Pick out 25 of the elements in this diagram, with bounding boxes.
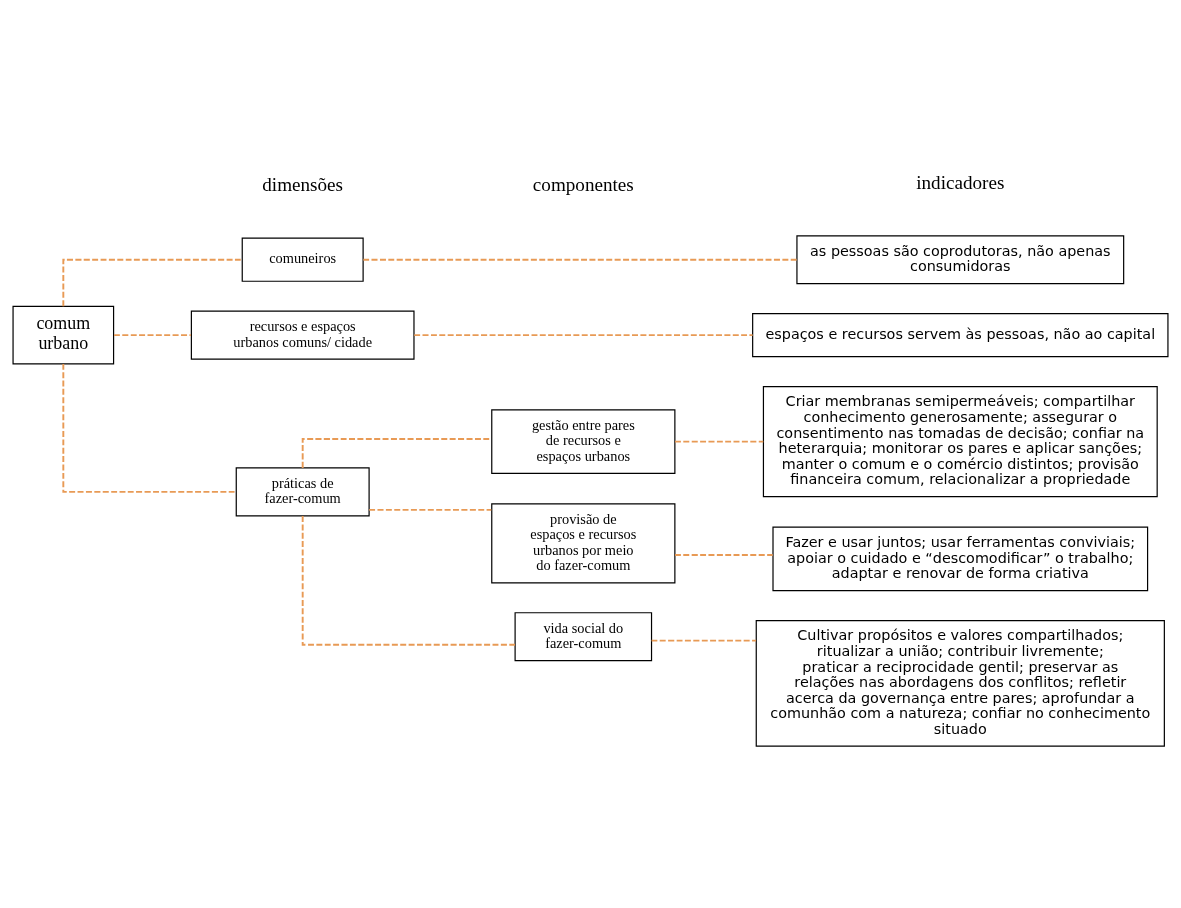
node-box: Fazer e usar juntos; usar ferramentas conviviais; apoiar o cuidado e “descomodificar” o trabalho; adaptar e renovar de forma criativa: [772, 526, 1149, 591]
label: indicadores: [916, 171, 1005, 193]
node-box: Criar membranas semipermeáveis; compartilhar conhecimento generosamente; assegurar o consentimento nas tomadas de decisão; confiar na heterarquia; monitorar os pares e aplicar sanções; manter o comum e o comércio distintos; provisão financeira comum, relacionalizar a propriedade: [762, 385, 1158, 497]
connector: [674, 553, 774, 556]
connector: [62, 362, 237, 493]
node-box: comum urbano: [12, 305, 115, 364]
connector: [62, 258, 243, 307]
connector: [650, 639, 757, 642]
node-box: Cultivar propósitos e valores compartilhados; ritualizar a união; contribuir livremente; praticar a reciprocidade gentil; preservar as relações nas abordagens dos conflitos; refletir acerca da governança entre pares; aprofundar a comunhão com a natureza; confiar no conhecimento situado: [755, 619, 1165, 747]
node-box: gestão entre pares de recursos e espaços urbanos: [491, 408, 676, 474]
connector: [301, 514, 516, 646]
connector: [413, 333, 754, 336]
node-box: espaços e recursos servem às pessoas, não ao capital: [752, 312, 1169, 357]
connector: [362, 258, 798, 261]
label: dimensões: [262, 173, 344, 195]
connector: [113, 333, 192, 336]
node-box: recursos e espaços urbanos comuns/ cidade: [190, 310, 415, 360]
node-box: práticas de fazer-comum: [235, 466, 370, 516]
node-box: as pessoas são coprodutoras, não apenas consumidoras: [796, 234, 1125, 284]
connector: [674, 440, 765, 443]
connector: [368, 508, 493, 511]
node-box: vida social do fazer-comum: [514, 611, 653, 661]
label: componentes: [532, 173, 634, 195]
node-box: comuneiros: [241, 237, 364, 282]
node-box: provisão de espaços e recursos urbanos por meio do fazer-comum: [491, 502, 676, 583]
